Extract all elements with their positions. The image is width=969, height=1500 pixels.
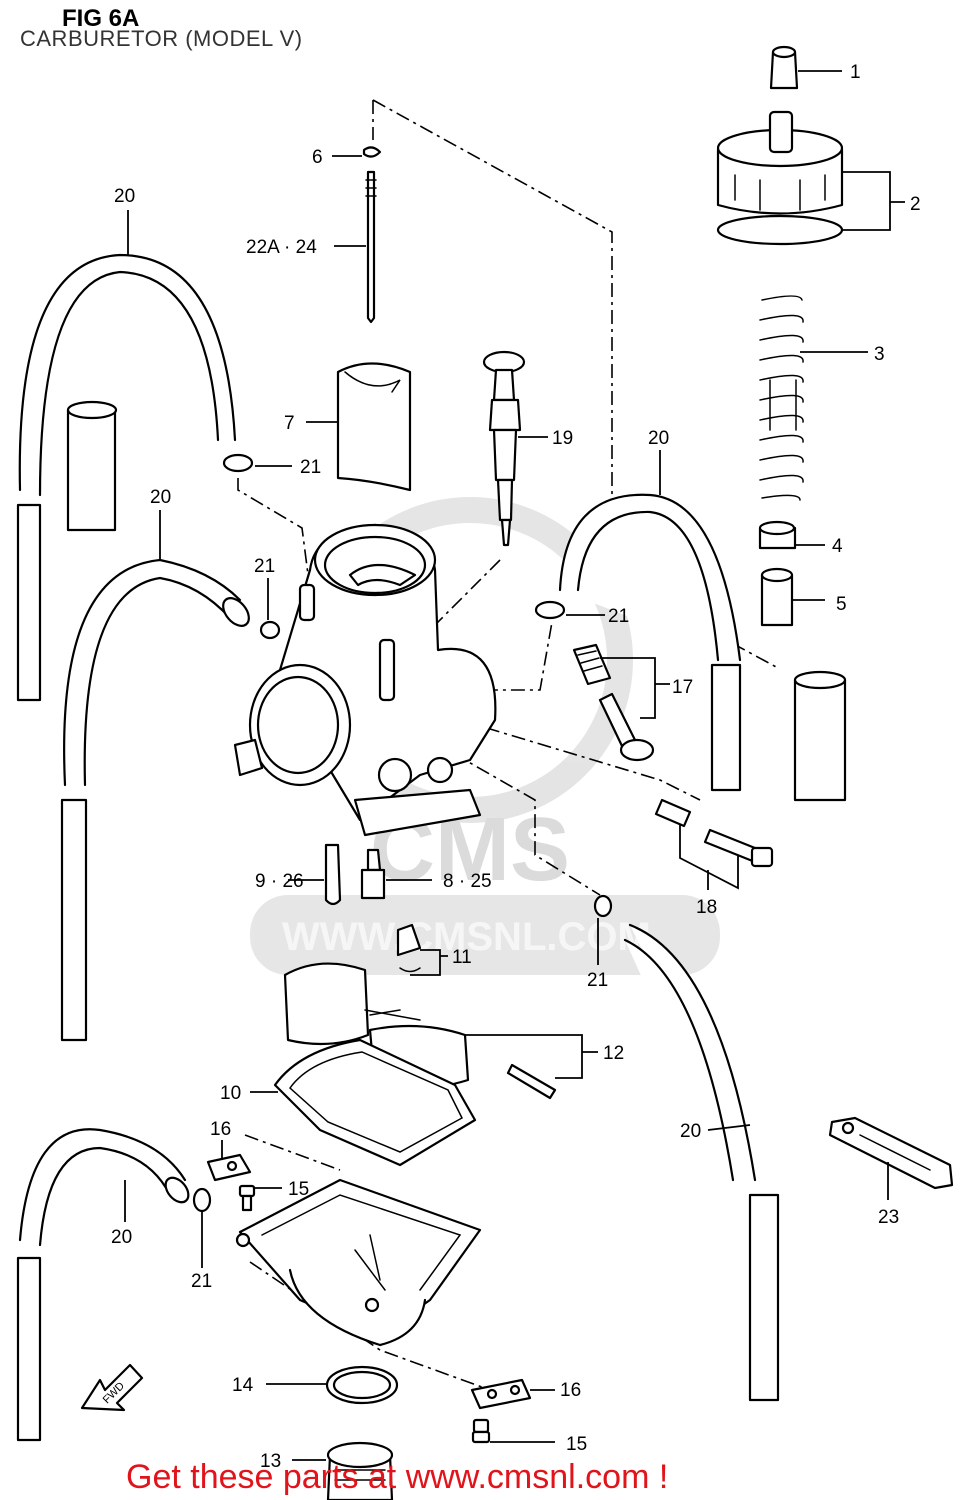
float-bowl	[235, 1178, 482, 1347]
figure-title: FIG 6A	[62, 5, 139, 32]
callout-12: 12	[603, 1043, 624, 1064]
part-5-holder	[760, 567, 794, 627]
hose-20-mid-left	[60, 558, 250, 1042]
part-12-float	[283, 962, 557, 1100]
part-15b-screw	[471, 1418, 491, 1444]
carburetor-body	[233, 523, 497, 837]
callout-15-b: 15	[566, 1434, 587, 1455]
callout-10: 10	[220, 1083, 241, 1104]
part-7-throttle-slide	[336, 362, 412, 492]
callout-6: 6	[312, 147, 323, 168]
callout-7: 7	[284, 413, 295, 434]
hose-20-lower-right	[623, 923, 780, 1402]
part-22a-24-needle	[365, 170, 377, 324]
callout-20-c: 20	[150, 487, 171, 508]
part-1-cap	[769, 45, 799, 90]
callout-16-a: 16	[210, 1119, 231, 1140]
part-9-26-jet	[324, 843, 342, 906]
part-16b-plate	[470, 1378, 532, 1410]
callout-16-b: 16	[560, 1380, 581, 1401]
part-2-top-cover	[716, 110, 844, 246]
callout-14: 14	[232, 1375, 254, 1396]
callout-labels: 1 2 3 4 5 6 22A · 24 7 21 19 20 20 20 21…	[111, 62, 921, 1472]
callout-15-a: 15	[288, 1179, 309, 1200]
leader-lines	[124, 70, 905, 1461]
callout-19: 19	[552, 428, 573, 449]
callout-2: 2	[910, 194, 921, 215]
part-8-25-jet	[360, 848, 386, 900]
callout-4: 4	[832, 536, 843, 557]
callout-21-b: 21	[254, 556, 275, 577]
part-19-screw	[482, 350, 526, 547]
part-3-spring	[759, 295, 804, 501]
callout-20-d: 20	[680, 1121, 701, 1142]
part-6-clip	[362, 146, 382, 158]
part-15a-screw	[238, 1184, 256, 1212]
figure-subtitle: CARBURETOR (MODEL V)	[20, 26, 303, 51]
part-23-bracket	[828, 1116, 954, 1190]
part-16a-plate	[206, 1153, 252, 1182]
callout-21-e: 21	[191, 1271, 212, 1292]
callout-9-26: 9 · 26	[255, 871, 304, 892]
callout-21-a: 21	[300, 457, 321, 478]
part-11-float-valve	[396, 923, 422, 973]
part-4-seat	[758, 520, 797, 550]
callout-21-c: 21	[608, 606, 629, 627]
callout-17: 17	[672, 677, 693, 698]
callout-20-a: 20	[114, 186, 135, 207]
part-14-o-ring	[325, 1365, 399, 1405]
callout-5: 5	[836, 594, 847, 615]
callout-1: 1	[850, 62, 861, 83]
watermark-url-text: WWW.CMSNL.COM	[282, 915, 651, 959]
clip-21-set	[192, 453, 613, 1213]
fwd-arrow-icon: FWD	[80, 1363, 144, 1412]
callout-22a-24: 22A · 24	[246, 237, 317, 258]
hose-20-mid-right	[558, 493, 847, 802]
hose-20-bottom-left	[16, 1128, 190, 1442]
part-18-screw-spring	[654, 798, 774, 868]
callout-20-b: 20	[648, 428, 669, 449]
footer-link[interactable]: Get these parts at www.cmsnl.com !	[126, 1458, 668, 1496]
callout-23: 23	[878, 1207, 899, 1228]
callout-21-d: 21	[587, 970, 608, 991]
callout-18: 18	[696, 897, 717, 918]
part-13-drain-plug	[326, 1441, 394, 1500]
hose-20-top-left	[16, 253, 237, 702]
part-17-screw-spring	[572, 643, 655, 762]
callout-11: 11	[452, 947, 472, 968]
callout-20-e: 20	[111, 1227, 132, 1248]
part-10-gasket	[273, 1038, 477, 1167]
callout-13: 13	[260, 1451, 281, 1472]
callout-3: 3	[874, 344, 885, 365]
callout-8-25: 8 · 25	[443, 871, 492, 892]
